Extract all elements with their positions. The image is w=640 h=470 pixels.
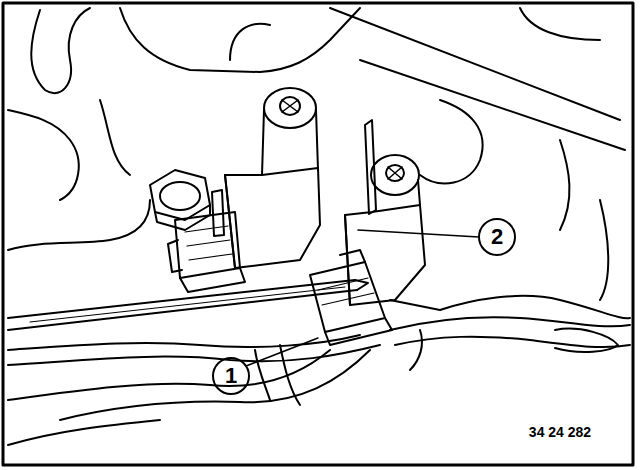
drain-plug <box>150 170 210 230</box>
frame <box>3 3 633 465</box>
sensor-plug <box>168 240 182 272</box>
wiring-harness <box>8 420 160 445</box>
transmission-housing <box>600 200 608 300</box>
screwdriver <box>8 280 357 330</box>
speed-sensor <box>280 97 300 115</box>
wiring-harness <box>8 296 630 445</box>
transmission-housing <box>100 100 130 175</box>
temperature-sensor <box>386 165 404 181</box>
temperature-sensor <box>388 167 402 179</box>
speed-sensor <box>212 88 320 268</box>
speed-sensor <box>262 110 318 175</box>
temperature-sensor <box>365 120 376 214</box>
transmission-housing <box>560 140 569 230</box>
transmission-housing <box>8 8 625 300</box>
transmission-housing <box>8 110 79 200</box>
callout-circle <box>479 219 515 255</box>
frame <box>3 3 633 465</box>
wiring-harness <box>395 337 630 347</box>
callout-circle <box>213 219 515 394</box>
speed-sensor <box>264 88 316 128</box>
transmission-housing <box>8 200 150 250</box>
transmission-housing <box>120 8 360 72</box>
sensor-plug <box>168 212 245 292</box>
sensor-plug <box>310 262 385 332</box>
drain-plug <box>160 182 200 210</box>
screwdriver <box>30 287 345 322</box>
drain-plug <box>155 205 210 230</box>
figure-number: 34 24 282 <box>527 424 593 440</box>
wiring-harness <box>60 350 370 420</box>
wiring-harness <box>410 330 422 370</box>
sensor-plug <box>185 226 232 260</box>
drain-plug <box>150 170 210 220</box>
wiring-harness <box>390 317 630 330</box>
transmission-housing <box>230 24 270 60</box>
temperature-sensor <box>371 155 419 195</box>
wiring-harness <box>440 296 630 318</box>
sensor-plug <box>175 212 240 278</box>
temperature-sensor <box>418 180 420 205</box>
transmission-housing <box>520 8 600 40</box>
callout-circle <box>213 358 249 394</box>
sensor-plug <box>390 300 440 310</box>
transmission-housing <box>360 60 625 150</box>
temperature-sensor <box>345 205 425 305</box>
leader-line <box>246 338 318 366</box>
screwdriver <box>355 280 368 290</box>
callout-number: 1 <box>225 363 237 389</box>
leader-line <box>358 230 479 237</box>
screwdriver <box>8 280 368 330</box>
sensor-plug <box>180 268 245 292</box>
leader-line <box>246 230 479 366</box>
transmission-housing <box>330 8 620 120</box>
sensor-plug <box>340 250 365 262</box>
temperature-sensor <box>345 120 425 305</box>
transmission-housing <box>31 8 90 93</box>
wiring-harness <box>555 329 618 352</box>
callout-number: 2 <box>491 224 503 250</box>
speed-sensor <box>282 100 298 112</box>
transmission-housing <box>420 100 483 183</box>
wiring-harness <box>280 345 300 405</box>
